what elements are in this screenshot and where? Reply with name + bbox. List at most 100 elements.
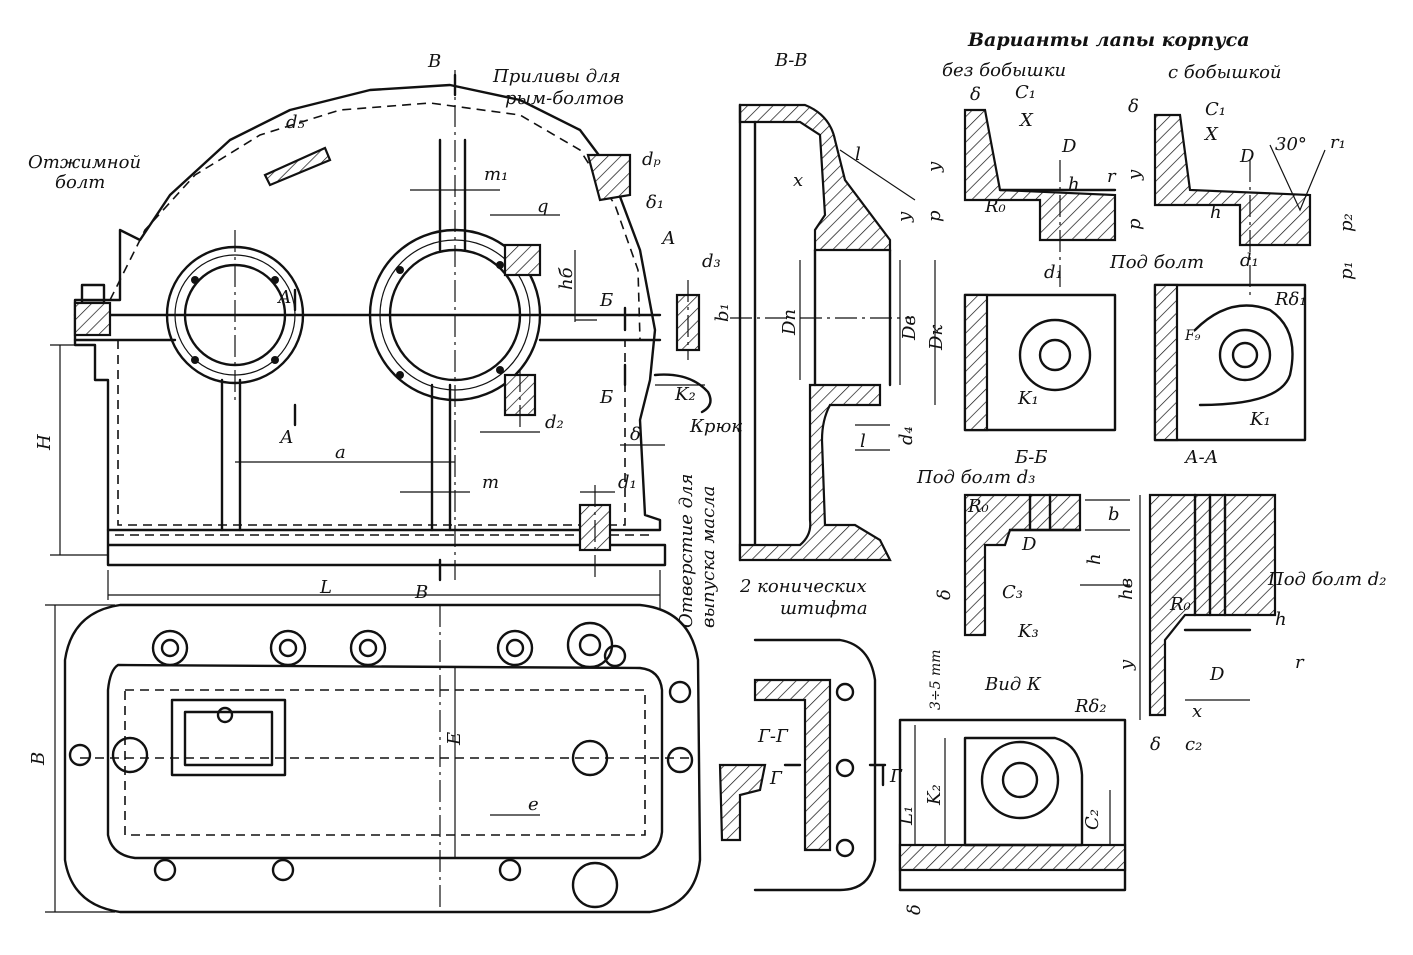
dim-e-label: e — [528, 794, 539, 815]
dim-Dv: Dв — [899, 315, 920, 341]
hook — [653, 373, 712, 414]
dim-d1-label: d₁ — [618, 472, 637, 493]
plan-inner — [106, 663, 664, 860]
plan-inner-dashed — [124, 689, 646, 836]
rib-mid — [430, 383, 452, 532]
housing-outline — [73, 83, 662, 532]
dim-y-v2: y — [1124, 169, 1145, 181]
dim-hb-label: hб — [556, 266, 577, 290]
callout-pins-1: 2 конических — [739, 576, 867, 597]
dim-y-side: y — [1116, 659, 1137, 671]
dim-Dp: Dп — [779, 309, 800, 336]
dim-p2: p₂ — [1336, 213, 1357, 232]
dim-m-label: m — [482, 472, 499, 493]
plan-view — [45, 603, 702, 914]
pod-bolt-d3-label: Под болт d₃ — [916, 467, 1035, 488]
variant-with-boss-label: с бобышкой — [1168, 62, 1282, 83]
dim-y-vv: y — [894, 211, 915, 223]
body-inner-dashed — [117, 340, 626, 526]
callout-jacking-bolt-1: Отжимной — [28, 152, 141, 173]
section-title-vv: В-В — [774, 50, 808, 71]
callout-lugs-1: Приливы для — [492, 66, 621, 87]
dim-delta-v2: δ — [1128, 96, 1139, 117]
dim-b: b — [1108, 504, 1120, 525]
gap-label: 3÷5 mm — [928, 649, 944, 710]
dim-X-v2: X — [1203, 124, 1219, 145]
dim-F9: F₉ — [1184, 328, 1201, 344]
dim-d1-v2: d₁ — [1240, 250, 1259, 271]
dim-R0-v1: R₀ — [984, 196, 1006, 217]
section-title-bb: Б-Б — [1014, 447, 1048, 468]
dim-H — [50, 344, 108, 556]
callout-lugs-2: рым-болтов — [505, 88, 624, 109]
pod-bolt-d2-label: Под болт d₂ — [1267, 569, 1386, 590]
dim-delta1: δ₁ — [646, 192, 664, 213]
mark-B-bottom: В — [414, 582, 428, 603]
mark-A-top: А — [276, 287, 292, 308]
dim-p-v1: p — [924, 210, 945, 222]
top-bolt — [503, 243, 542, 277]
callout-oil-hole-2: выпуска масла — [698, 486, 719, 628]
section-title-aa: А-А — [1183, 447, 1218, 468]
mark-B-top: В — [427, 51, 441, 72]
dim-K2-label: K₂ — [674, 384, 696, 405]
lifting-lug-right — [586, 153, 632, 202]
view-k — [898, 718, 1127, 892]
dim-b1: b₁ — [712, 303, 733, 322]
dim-d1-v1: d₁ — [1044, 262, 1063, 283]
callout-hook: Крюк — [689, 416, 742, 437]
dim-K2-viewk: K₂ — [924, 784, 945, 806]
dim-K3: K₃ — [1017, 621, 1039, 642]
base-bolt — [578, 485, 612, 580]
mark-G-right: Г — [889, 766, 903, 787]
section-vv-wall — [738, 103, 892, 252]
dim-p-v2: p — [1124, 218, 1145, 230]
dim-Dk: Dк — [926, 325, 947, 351]
variant-no-boss-label: без бобышки — [942, 60, 1066, 81]
dim-A-side: А — [660, 228, 676, 249]
dim-x-vv: x — [793, 170, 803, 191]
dim-x-side: x — [1192, 701, 1202, 722]
flange-bolt-right — [675, 280, 701, 360]
dim-delta-side: δ — [1150, 734, 1161, 755]
dim-L1: L₁ — [896, 806, 917, 826]
dim-30deg: 30° — [1275, 134, 1307, 155]
section-title-gg: Г-Г — [757, 726, 789, 747]
dim-d3: d₃ — [702, 251, 721, 272]
dim-h-v1: h — [1068, 174, 1080, 195]
base-flange — [106, 528, 667, 567]
dim-D-v2: D — [1239, 146, 1255, 167]
callout-pins-2: штифта — [780, 598, 868, 619]
dim-r-side: r — [1295, 652, 1305, 673]
jacking-bolt — [73, 283, 112, 337]
dim-d2-label: d₂ — [545, 412, 564, 433]
rib-left — [220, 378, 242, 532]
dim-p1: p₁ — [1336, 261, 1357, 280]
plan-outer — [63, 603, 702, 914]
dim-K1-v2: K₁ — [1249, 409, 1271, 430]
dim-B-plan: В — [28, 752, 49, 766]
dim-h-v2: h — [1210, 202, 1222, 223]
dim-h-side: h — [1275, 609, 1287, 630]
dim-R0-bb: R₀ — [967, 496, 989, 517]
dim-dp: dₚ — [642, 149, 661, 170]
section-side-wall — [1139, 493, 1277, 720]
foot-plan-with-boss — [1153, 283, 1307, 442]
dim-D-v1: D — [1061, 136, 1077, 157]
dim-C1-v2: C₁ — [1205, 99, 1226, 120]
plan-inspection-cover — [170, 698, 287, 777]
dim-R0-side: R₀ — [1169, 594, 1191, 615]
pod-bolt-label: Под болт — [1109, 252, 1204, 273]
section-gg — [718, 638, 887, 892]
dim-Rb2: Rδ₂ — [1074, 696, 1107, 717]
dim-X-v1: X — [1018, 110, 1034, 131]
section-vv — [730, 103, 936, 562]
callout-jacking-bolt-2: болт — [55, 172, 105, 193]
boss-bolt — [503, 370, 537, 430]
dim-q-label: q — [537, 196, 549, 217]
dim-y-v1: y — [924, 161, 945, 173]
plan-bolt-holes — [68, 621, 694, 909]
dim-L-label: L — [319, 577, 332, 598]
dim-D-bb: D — [1021, 534, 1037, 555]
